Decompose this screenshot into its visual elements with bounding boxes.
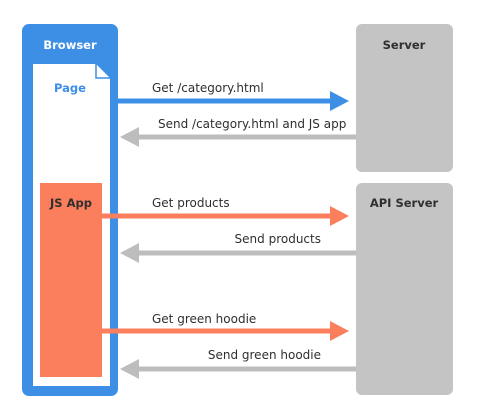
api-server-title: API Server (370, 196, 439, 210)
browser-title: Browser (43, 38, 97, 52)
message-5-label: Get green hoodie (152, 312, 256, 326)
js-app-label: JS App (49, 196, 92, 210)
js-app-box (40, 183, 102, 377)
page-label: Page (54, 81, 86, 95)
message-3-arrow (102, 206, 349, 226)
api-server-box (356, 183, 453, 395)
message-2-arrow (120, 127, 356, 147)
message-6-arrow (120, 359, 356, 379)
message-3-label: Get products (152, 196, 230, 210)
message-4-arrow (120, 243, 356, 263)
message-5-arrow (102, 321, 349, 341)
page-fold-icon (95, 64, 110, 79)
message-1-label: Get /category.html (152, 81, 264, 95)
message-4-label: Send products (235, 232, 321, 246)
server-box (356, 24, 453, 172)
message-1-arrow (118, 91, 349, 111)
server-title: Server (383, 38, 426, 52)
message-2-label: Send /category.html and JS app (158, 117, 346, 131)
message-6-label: Send green hoodie (208, 348, 321, 362)
